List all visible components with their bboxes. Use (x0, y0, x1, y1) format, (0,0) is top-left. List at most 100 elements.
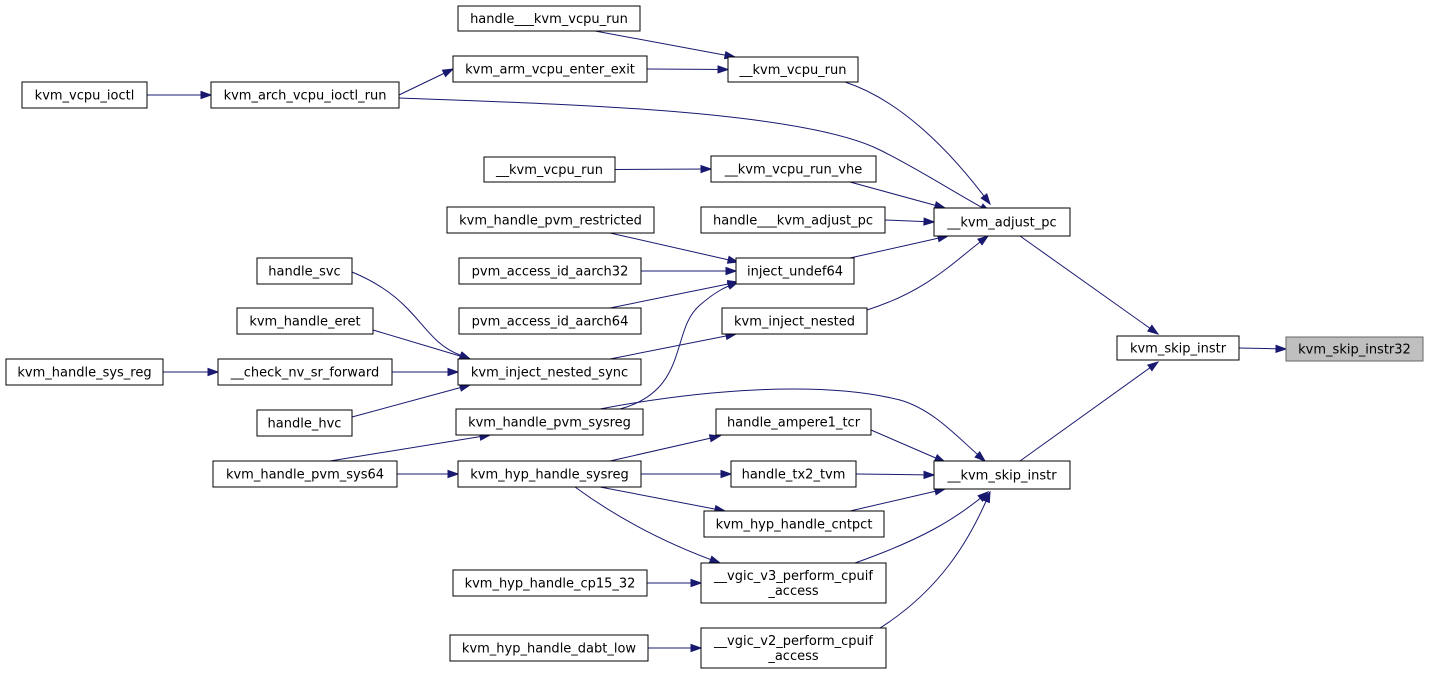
node-kvm-vcpu-run-vhe[interactable]: __kvm_vcpu_run_vhe (710, 155, 877, 183)
node-label: kvm_handle_pvm_restricted (459, 214, 642, 229)
arrowhead (708, 555, 722, 564)
node-box (700, 206, 886, 234)
arrowhead (690, 578, 703, 588)
node-pvm-access-id-aarch32[interactable]: pvm_access_id_aarch32 (458, 257, 642, 285)
node-label: handle_ampere1_tcr (727, 416, 861, 431)
node-box (217, 358, 393, 386)
node-box (710, 155, 877, 183)
node-kvm-inject-nested-sync[interactable]: kvm_inject_nested_sync (457, 358, 642, 386)
call-nodes: kvm_skip_instr32 kvm_skip_instr __kvm_adju… (5, 5, 1424, 669)
node-box (933, 460, 1071, 490)
node-kvm-handle-pvm-sys64[interactable]: kvm_handle_pvm_sys64 (212, 460, 398, 488)
edge-kvm_hyp_handle_dabt_low-to-__vgic_v2_perform_cpuif_access (648, 643, 703, 653)
node-kvm-skip-instr32[interactable]: kvm_skip_instr32 (1285, 336, 1424, 362)
node-kvm-hyp-handle-sysreg[interactable]: kvm_hyp_handle_sysreg (457, 460, 642, 488)
edge-kvm_hyp_handle_sysreg-to-kvm_hyp_handle_cntpct (599, 486, 727, 514)
node-handle-hvc[interactable]: handle_hvc (256, 409, 353, 437)
edge-kvm_arch_vcpu_ioctl_run-to-kvm_arm_vcpu_enter_exit (398, 68, 455, 96)
edge-kvm_handle_sys_reg-to-__check_nv_sr_forward (163, 367, 220, 377)
arrowhead (1147, 361, 1160, 372)
node-label: __kvm_vcpu_run_vhe (724, 163, 862, 178)
node-kvm-vcpu-run-nvhe[interactable]: __kvm_vcpu_run (483, 156, 616, 183)
node-kvm-arch-vcpu-ioctl-run[interactable]: kvm_arch_vcpu_ioctl_run (210, 81, 400, 109)
node-vgic-v2-perform-cpuif-access[interactable]: __vgic_v2_perform_cpuif_access (700, 627, 887, 669)
node-label: handle___kvm_vcpu_run (470, 12, 628, 27)
node-handle-ampere1-tcr[interactable]: handle_ampere1_tcr (715, 408, 872, 436)
node-kvm-arm-vcpu-enter-exit[interactable]: kvm_arm_vcpu_enter_exit (452, 55, 648, 83)
edge-kvm_hyp_handle_sysreg-to-__vgic_v3_perform_cpuif_access (574, 486, 722, 564)
arrowhead (700, 164, 713, 174)
node-box (457, 358, 642, 386)
node-box (452, 569, 648, 597)
edge-kvm_hyp_handle_sysreg-to-handle_ampere1_tcr (609, 434, 722, 462)
node-label: kvm_arm_vcpu_enter_exit (465, 63, 635, 78)
arrowhead (447, 469, 460, 479)
arrowhead (923, 217, 936, 226)
arrowhead (200, 90, 213, 100)
edge-kvm_handle_pvm_sys64-to-kvm_hyp_handle_sysreg (397, 469, 460, 479)
node-label: kvm_vcpu_ioctl (35, 89, 135, 104)
node-handle-svc[interactable]: handle_svc (256, 257, 353, 285)
node-vgic-v3-perform-cpuif-access[interactable]: __vgic_v3_perform_cpuif_access (700, 562, 887, 604)
edge-kvm_arch_vcpu_ioctl_run-to-__kvm_adjust_pc (398, 97, 992, 213)
node-label: handle_tx2_tvm (742, 468, 846, 483)
arrowhead (708, 434, 722, 443)
node-kvm-skip-instr[interactable]: __kvm_skip_instr (933, 460, 1071, 490)
edge-__check_nv_sr_forward-to-kvm_inject_nested_sync (392, 367, 460, 377)
arrowhead (977, 235, 990, 246)
edge-handle___kvm_vcpu_run-to-__kvm_vcpu_run (594, 30, 737, 60)
node-pvm-access-id-aarch64[interactable]: pvm_access_id_aarch64 (458, 307, 642, 335)
node-box (933, 207, 1071, 237)
node-box (21, 81, 148, 109)
node-label: kvm_arch_vcpu_ioctl_run (224, 89, 387, 104)
node-box (483, 156, 616, 183)
node-label: pvm_access_id_aarch32 (472, 265, 629, 280)
node-box (452, 55, 648, 83)
node-label: kvm_hyp_handle_cntpct (716, 518, 873, 533)
arrowhead (1147, 324, 1160, 335)
node-check-nv-sr-forward[interactable]: __check_nv_sr_forward (217, 358, 393, 386)
node-label: handle_hvc (268, 417, 342, 432)
node-box (212, 460, 398, 488)
edge-kvm_handle_pvm_sysreg-to-inject_undef64 (619, 281, 740, 410)
edge-kvm_hyp_handle_cp15_32-to-__vgic_v3_perform_cpuif_access (647, 578, 703, 588)
node-handle-tx2-tvm[interactable]: handle_tx2_tvm (730, 460, 857, 488)
node-label: kvm_handle_sys_reg (17, 366, 151, 381)
node-kvm-vcpu-run[interactable]: __kvm_vcpu_run (727, 56, 859, 83)
node-handle---kvm-vcpu-run[interactable]: handle___kvm_vcpu_run (457, 5, 641, 32)
node-kvm-vcpu-ioctl[interactable]: kvm_vcpu_ioctl (21, 81, 148, 109)
node-kvm-hyp-handle-cp15-32[interactable]: kvm_hyp_handle_cp15_32 (452, 569, 648, 597)
node-label: _access (767, 649, 819, 664)
node-box (1285, 336, 1424, 362)
node-box (455, 408, 644, 436)
node-kvm-skip-instr[interactable]: kvm_skip_instr (1116, 335, 1240, 361)
node-kvm-handle-pvm-sysreg[interactable]: kvm_handle_pvm_sysreg (455, 408, 644, 436)
node-handle---kvm-adjust-pc[interactable]: handle___kvm_adjust_pc (700, 206, 886, 234)
arrowhead (720, 469, 733, 479)
node-box (1116, 335, 1240, 361)
edge-kvm_arm_vcpu_enter_exit-to-__kvm_vcpu_run (646, 65, 730, 74)
edge-__kvm_vcpu_run-to-__kvm_adjust_pc (844, 81, 991, 206)
arrowhead (447, 367, 460, 377)
edge-kvm_inject_nested-to-__kvm_adjust_pc (866, 235, 990, 311)
node-kvm-handle-eret[interactable]: kvm_handle_eret (236, 307, 374, 335)
node-box (721, 307, 868, 335)
node-box (458, 257, 642, 285)
node-label: __kvm_adjust_pc (946, 216, 1056, 231)
edge-inject_undef64-to-__kvm_adjust_pc (849, 234, 950, 259)
edge-__kvm_skip_instr-to-kvm_skip_instr (1019, 361, 1160, 462)
edge-handle_hvc-to-kvm_inject_nested_sync (351, 383, 472, 418)
arrowhead (690, 643, 703, 653)
node-kvm-handle-pvm-restricted[interactable]: kvm_handle_pvm_restricted (446, 206, 655, 234)
node-kvm-adjust-pc[interactable]: __kvm_adjust_pc (933, 207, 1071, 237)
node-kvm-handle-sys-reg[interactable]: kvm_handle_sys_reg (5, 358, 164, 386)
node-inject-undef64[interactable]: inject_undef64 (735, 257, 855, 285)
edge-kvm_handle_pvm_restricted-to-inject_undef64 (609, 232, 740, 264)
node-label: kvm_hyp_handle_dabt_low (462, 642, 637, 657)
node-kvm-hyp-handle-cntpct[interactable]: kvm_hyp_handle_cntpct (703, 510, 885, 538)
node-kvm-inject-nested[interactable]: kvm_inject_nested (721, 307, 868, 335)
node-kvm-hyp-handle-dabt-low[interactable]: kvm_hyp_handle_dabt_low (449, 634, 649, 662)
edge-kvm_hyp_handle_cntpct-to-__kvm_skip_instr (849, 487, 947, 512)
arrowhead (725, 266, 738, 276)
